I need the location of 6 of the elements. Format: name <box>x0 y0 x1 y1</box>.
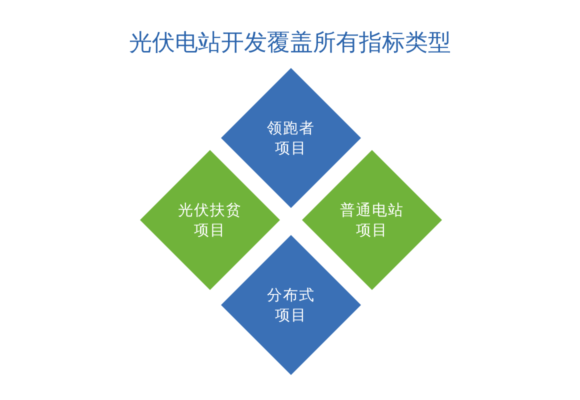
diamond-label: 领跑者项目 <box>266 118 316 158</box>
title: 光伏电站开发覆盖所有指标类型 <box>129 30 451 56</box>
diamond-label: 分布式项目 <box>266 285 316 325</box>
diamond-label: 光伏扶贫项目 <box>177 200 243 240</box>
diamond-label: 普通电站项目 <box>339 200 405 240</box>
diamond-tile <box>221 235 361 375</box>
